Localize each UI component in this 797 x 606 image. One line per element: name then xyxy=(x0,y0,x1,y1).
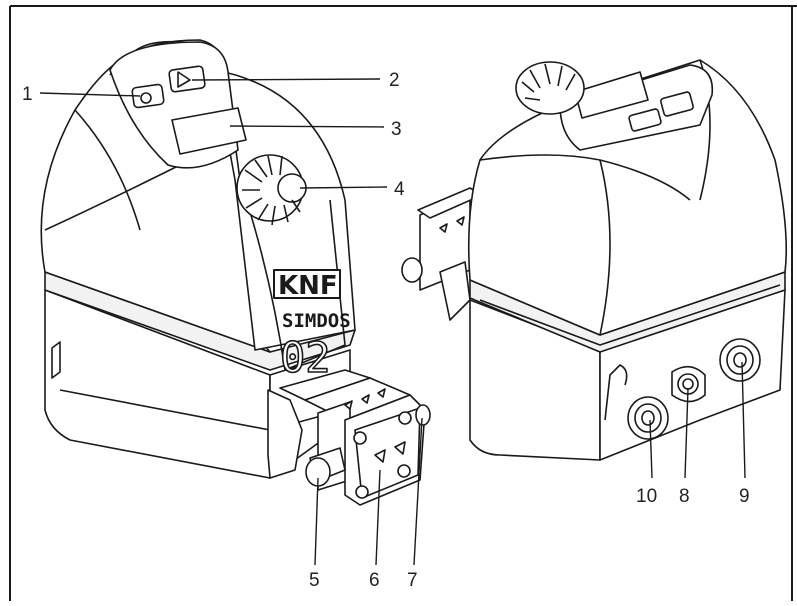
right-dome-crease-2 xyxy=(599,159,611,336)
connector-9 xyxy=(719,338,761,382)
right-top-panel xyxy=(559,64,714,151)
leader-7 xyxy=(413,417,423,566)
right-button-2 xyxy=(628,108,662,132)
rotary-knob-icon xyxy=(236,154,307,226)
brand-logo-box xyxy=(273,269,341,299)
left-head-screw xyxy=(353,431,367,445)
leader-4 xyxy=(299,186,388,189)
right-button-1 xyxy=(660,91,694,117)
leader-10 xyxy=(649,419,653,479)
leader-1 xyxy=(39,92,141,97)
left-port-outlet xyxy=(415,404,431,426)
callout-3: 3 xyxy=(391,119,402,140)
right-band-seam xyxy=(479,284,781,346)
flow-direction-arrow-icon xyxy=(374,441,406,463)
right-display xyxy=(574,71,649,119)
left-dome-crease-2 xyxy=(44,159,191,231)
left-head-bracket xyxy=(267,389,303,479)
connector-8 xyxy=(671,365,706,403)
play-pause-icon xyxy=(177,71,191,88)
connector-10 xyxy=(627,396,669,440)
leader-8 xyxy=(684,387,689,479)
left-button-2 xyxy=(168,65,206,93)
flow-direction-arrow-icon xyxy=(439,216,465,233)
brand-logo: KNF xyxy=(278,271,338,301)
callout-7: 7 xyxy=(407,570,418,591)
model-name: SIMDOS xyxy=(282,310,351,332)
left-lower-housing xyxy=(44,289,271,479)
leader-2 xyxy=(191,78,381,81)
right-head-port xyxy=(401,257,423,283)
callout-5: 5 xyxy=(309,570,320,591)
callout-10: 10 xyxy=(636,486,657,507)
right-connector-recess xyxy=(604,364,628,421)
left-head-screw xyxy=(398,411,412,425)
left-head-screw xyxy=(355,485,369,499)
leader-9 xyxy=(741,361,746,479)
callout-2: 2 xyxy=(389,70,400,91)
leader-lines xyxy=(39,78,746,566)
stop-cycle-icon xyxy=(140,92,152,104)
callout-8: 8 xyxy=(679,486,690,507)
callout-4: 4 xyxy=(394,179,405,200)
right-dome-crease-1 xyxy=(479,154,691,201)
callout-1: 1 xyxy=(22,84,33,105)
flow-direction-arrow-icon xyxy=(344,388,386,410)
leader-3 xyxy=(229,125,385,128)
left-display xyxy=(171,107,247,155)
left-button-1 xyxy=(131,83,165,109)
left-pump: KNF SIMDOS 02 xyxy=(40,39,431,506)
right-head-bracket xyxy=(439,261,471,321)
callout-9: 9 xyxy=(739,486,750,507)
leader-6 xyxy=(375,469,381,566)
rotary-knob-icon xyxy=(515,61,585,115)
right-pump xyxy=(401,59,788,461)
model-number: 02 xyxy=(280,333,331,382)
right-lower-housing xyxy=(469,299,601,461)
leader-5 xyxy=(314,477,319,566)
callout-6: 6 xyxy=(369,570,380,591)
left-dome-crease-1 xyxy=(74,109,141,231)
left-side-connector xyxy=(51,341,61,379)
left-head-screw xyxy=(397,464,411,478)
